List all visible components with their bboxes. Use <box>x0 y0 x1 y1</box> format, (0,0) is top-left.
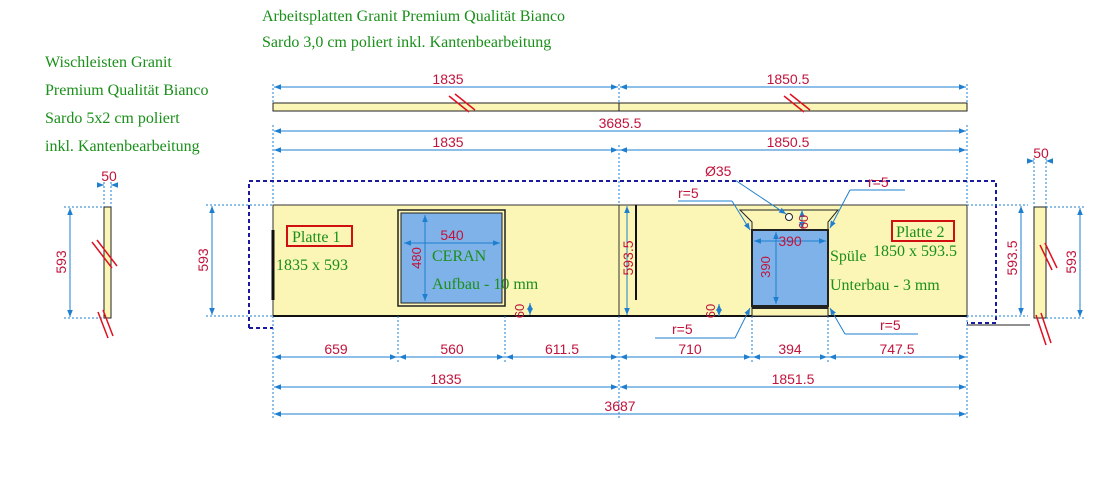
ceran-name: CERAN <box>432 248 487 265</box>
bottom-dims: 659 560 611.5 710 394 747.5 1835 1851.5 … <box>272 316 968 418</box>
sink-name: Spüle <box>830 248 866 265</box>
sink-mount: Unterbau - 3 mm <box>830 277 940 294</box>
panel-2-name: Platte 2 <box>896 224 944 241</box>
panel-2-depth-dim-outer: 593.5 <box>1004 240 1020 275</box>
left-side-strip: 50 593 <box>53 168 118 339</box>
panel-1-size: 1835 x 593 <box>276 257 348 274</box>
right-side-strip: 50 593 <box>1027 145 1086 346</box>
sink-offset-bottom-dim: 60 <box>703 304 718 318</box>
bottom-total-dim: 3687 <box>604 398 635 414</box>
bottom-left-dim: 1835 <box>430 371 461 387</box>
sink-offset-top-dim: 60 <box>796 215 811 229</box>
ceran-depth-dim: 480 <box>409 247 424 269</box>
sink-hole-dim: Ø35 <box>705 163 732 179</box>
worktop-note-line1: Arbeitsplatten Granit Premium Qualität B… <box>262 8 566 25</box>
panel-2-depth-dim-inner: 593.5 <box>620 240 636 275</box>
overall-dims: 3685.5 1835 1850.5 <box>272 115 968 205</box>
worktop-note-line2: Sardo 3,0 cm poliert inkl. Kantenbearbei… <box>262 34 552 51</box>
left-strip-width-dim: 50 <box>101 168 117 184</box>
worktop-note: Arbeitsplatten Granit Premium Qualität B… <box>262 4 565 56</box>
panel-1-depth-dim: 593 <box>195 248 211 272</box>
right-strip-depth-dim: 593 <box>1063 250 1079 274</box>
panel-2-tag <box>891 220 955 242</box>
radius-top-right: r=5 <box>868 174 889 190</box>
panel-1-name: Platte 1 <box>292 229 340 246</box>
wall-outline <box>248 180 1030 329</box>
top-strip-right-dim: 1850.5 <box>767 71 810 87</box>
right-strip-width-dim: 50 <box>1033 145 1049 161</box>
radius-bottom-right: r=5 <box>880 317 901 333</box>
strip-note-line3: Sardo 5x2 cm poliert <box>45 110 180 127</box>
ceran-cooktop: 540 480 CERAN Aufbau - 10 mm 60 <box>397 209 539 318</box>
sink: 390 390 Ø35 60 Spüle Unterbau - 3 mm 60 <box>703 163 940 318</box>
tap-hole-icon <box>785 213 793 221</box>
bottom-seg1-dim: 659 <box>324 341 348 357</box>
bottom-seg4-dim: 710 <box>678 341 702 357</box>
top-strip: 1835 1850.5 <box>272 71 968 113</box>
panel-2-size: 1850 x 593.5 <box>873 243 957 260</box>
top-strip-left-dim: 1835 <box>432 71 463 87</box>
strip-note-line1: Wischleisten Granit <box>45 54 172 71</box>
ceran-width-dim: 540 <box>440 227 464 243</box>
overall-left-dim: 1835 <box>432 134 463 150</box>
break-mark-icon <box>91 239 118 339</box>
radius-top-left: r=5 <box>678 185 699 201</box>
radius-bottom-left: r=5 <box>672 321 693 337</box>
sink-width-dim: 390 <box>778 233 802 249</box>
ceran-offset-dim: 60 <box>512 304 527 318</box>
sink-depth-dim: 390 <box>758 256 773 278</box>
overall-total-dim: 3685.5 <box>599 115 642 131</box>
radius-callouts: r=5 r=5 r=5 r=5 <box>655 174 918 339</box>
break-mark-icon <box>1035 242 1058 346</box>
bottom-seg5-dim: 394 <box>778 341 802 357</box>
break-mark-icon <box>448 93 811 113</box>
bottom-seg2-dim: 560 <box>440 341 464 357</box>
left-strip-depth-dim: 593 <box>53 250 69 274</box>
ceran-mount: Aufbau - 10 mm <box>432 276 539 293</box>
strip-note-line4: inkl. Kantenbearbeitung <box>45 138 200 155</box>
bottom-right-dim: 1851.5 <box>772 371 815 387</box>
strip-note-line2: Premium Qualität Bianco <box>45 82 209 99</box>
bottom-seg6-dim: 747.5 <box>879 341 914 357</box>
strip-note: Wischleisten Granit Premium Qualität Bia… <box>45 49 209 161</box>
panel-1-tag <box>286 225 353 247</box>
bottom-seg3-dim: 611.5 <box>545 341 579 357</box>
overall-right-dim: 1850.5 <box>767 134 810 150</box>
